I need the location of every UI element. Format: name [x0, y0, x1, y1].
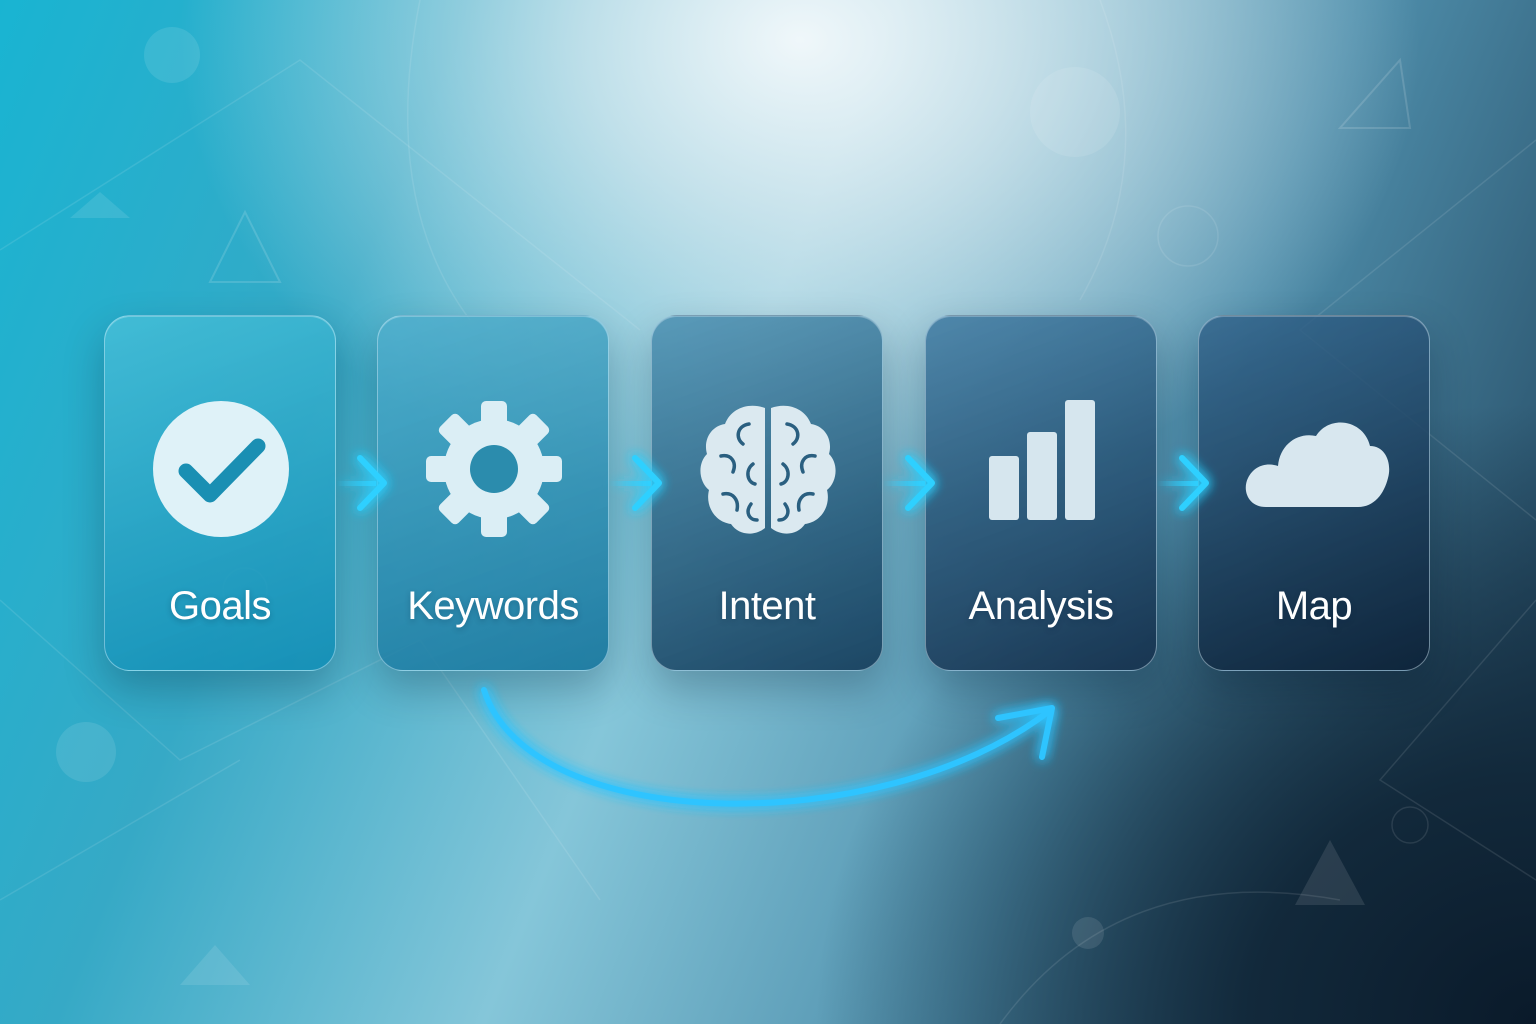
step-label-intent: Intent: [718, 584, 816, 628]
step-card-intent: Intent: [651, 315, 883, 671]
step-label-goals: Goals: [169, 584, 272, 628]
step-label-keywords: Keywords: [407, 584, 579, 628]
step-label-analysis: Analysis: [968, 584, 1114, 628]
check-circle-icon: [153, 401, 289, 537]
step-card-keywords: Keywords: [377, 315, 609, 671]
step-label-map: Map: [1275, 584, 1353, 628]
step-card-goals: Goals: [104, 315, 336, 671]
step-card-map: Map: [1198, 315, 1430, 671]
bar-chart-icon: [989, 400, 1095, 520]
cloud-icon: [1245, 422, 1390, 507]
step-card-analysis: Analysis: [925, 315, 1157, 671]
brain-icon: [700, 405, 836, 534]
gear-icon: [426, 401, 562, 537]
